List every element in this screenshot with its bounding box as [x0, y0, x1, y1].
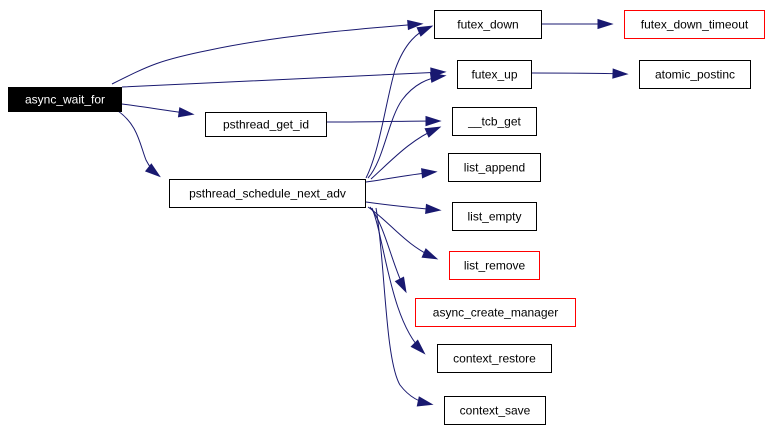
edge-arrowhead — [394, 276, 407, 294]
node-psthread_get_id[interactable]: psthread_get_id — [205, 112, 327, 137]
node-box — [205, 112, 327, 137]
node-psthread_schedule_next_adv[interactable]: psthread_schedule_next_adv — [169, 179, 366, 208]
edge-line — [371, 207, 424, 353]
edge-line — [111, 23, 421, 85]
edge-arrowhead — [144, 163, 161, 178]
node-box — [434, 10, 542, 39]
edge-psthread_schedule_next_adv-to-tcb_get — [370, 126, 442, 180]
node-box — [437, 344, 552, 373]
edge-arrowhead — [421, 248, 439, 260]
node-box — [639, 60, 751, 89]
node-label: context_save — [460, 404, 531, 418]
node-futex_down[interactable]: futex_down — [434, 10, 542, 39]
node-box — [452, 107, 537, 136]
node-box — [169, 179, 366, 208]
edge-arrowhead — [429, 72, 447, 83]
edge-psthread_schedule_next_adv-to-context_restore — [371, 207, 426, 355]
node-label: futex_down — [457, 18, 518, 32]
node-label: atomic_postinc — [655, 68, 735, 82]
node-list_append[interactable]: list_append — [448, 153, 541, 182]
node-box — [8, 87, 122, 112]
node-label: psthread_schedule_next_adv — [189, 187, 346, 201]
edge-line — [121, 71, 444, 88]
edge-async_wait_for-to-psthread_schedule_next_adv — [117, 110, 161, 178]
node-async_create_manager[interactable]: async_create_manager — [415, 298, 576, 327]
node-box — [444, 396, 546, 425]
edge-psthread_schedule_next_adv-to-list_remove — [367, 206, 439, 260]
edge-psthread_schedule_next_adv-to-list_append — [365, 168, 438, 183]
node-label: list_empty — [467, 210, 521, 224]
node-box — [415, 298, 576, 327]
node-label: async_create_manager — [433, 306, 558, 320]
edge-arrowhead — [424, 126, 442, 138]
edge-arrowhead — [416, 396, 434, 407]
node-label: __tcb_get — [467, 115, 521, 129]
node-label: list_remove — [464, 259, 526, 273]
edges-layer — [111, 18, 629, 407]
node-futex_down_timeout[interactable]: futex_down_timeout — [624, 10, 765, 39]
node-context_save[interactable]: context_save — [444, 396, 546, 425]
edge-arrowhead — [410, 339, 426, 355]
node-label: futex_down_timeout — [641, 18, 749, 32]
edge-async_wait_for-to-futex_down — [111, 19, 424, 85]
edge-psthread_get_id-to-tcb_get — [326, 115, 442, 127]
node-label: psthread_get_id — [223, 118, 309, 132]
node-box — [449, 251, 540, 280]
node-list_empty[interactable]: list_empty — [452, 202, 537, 231]
node-async_wait_for[interactable]: async_wait_for — [8, 87, 122, 112]
edge-line — [367, 75, 444, 179]
node-label: list_append — [464, 161, 525, 175]
edge-arrowhead — [421, 168, 438, 179]
node-label: async_wait_for — [25, 93, 105, 107]
edge-arrowhead — [425, 115, 442, 127]
edge-psthread_schedule_next_adv-to-futex_down — [365, 25, 434, 179]
edge-futex_down-to-futex_down_timeout — [542, 18, 614, 30]
edge-arrowhead — [407, 19, 424, 31]
edge-async_wait_for-to-futex_up — [121, 67, 447, 88]
edge-arrowhead — [177, 107, 195, 118]
nodes-layer: async_wait_for psthread_get_id psthread_sc… — [8, 10, 765, 425]
edge-psthread_schedule_next_adv-to-context_save — [375, 207, 434, 407]
edge-arrowhead — [416, 25, 434, 37]
edge-futex_up-to-atomic_postinc — [530, 68, 629, 79]
node-tcb_get[interactable]: __tcb_get — [452, 107, 537, 136]
edge-psthread_schedule_next_adv-to-futex_up — [367, 72, 447, 179]
node-atomic_postinc[interactable]: atomic_postinc — [639, 60, 751, 89]
edge-async_wait_for-to-psthread_get_id — [121, 103, 195, 118]
edge-line — [365, 26, 431, 179]
node-box — [624, 10, 765, 39]
node-label: context_restore — [453, 352, 536, 366]
node-futex_up[interactable]: futex_up — [457, 60, 532, 89]
edge-arrowhead — [597, 18, 614, 30]
edge-psthread_schedule_next_adv-to-list_empty — [365, 201, 442, 215]
node-label: futex_up — [471, 68, 517, 82]
edge-line — [530, 72, 626, 75]
edge-arrowhead — [612, 68, 629, 79]
edge-arrowhead — [425, 203, 442, 215]
node-context_restore[interactable]: context_restore — [437, 344, 552, 373]
node-box — [457, 60, 532, 89]
edge-line — [375, 207, 431, 405]
node-box — [448, 153, 541, 182]
node-list_remove[interactable]: list_remove — [449, 251, 540, 280]
node-box — [452, 202, 537, 231]
